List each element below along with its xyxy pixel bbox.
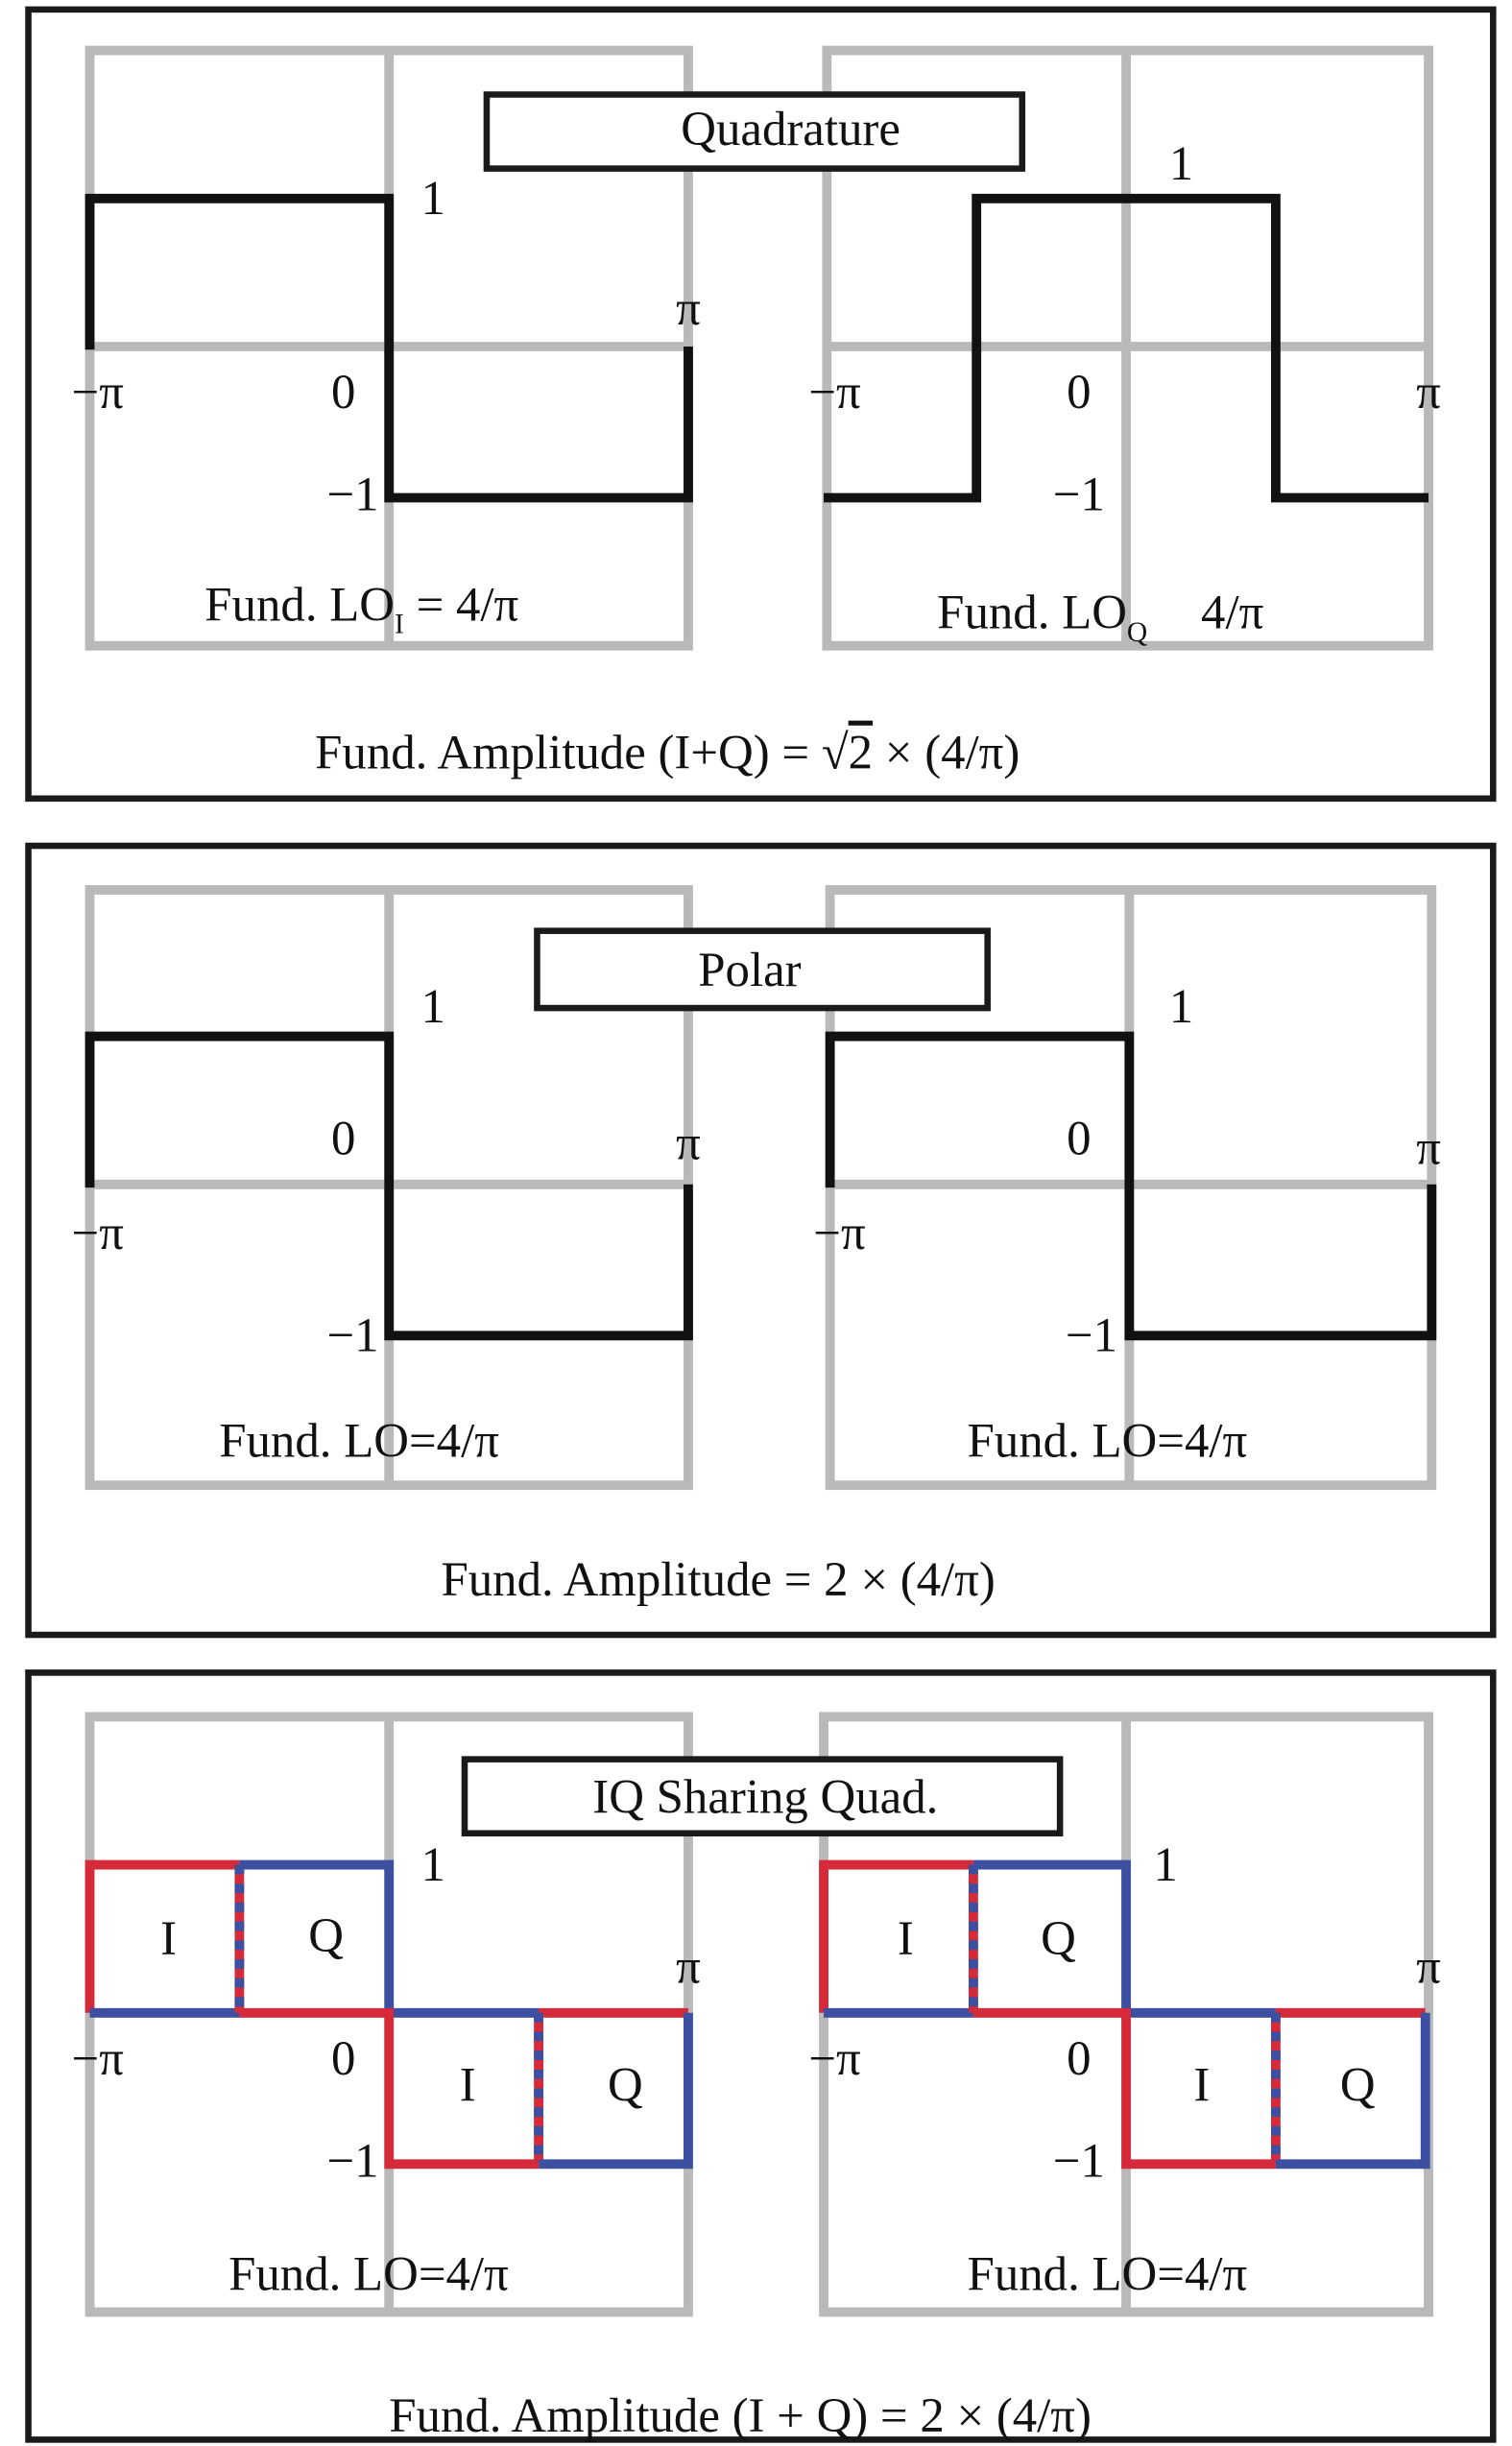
lo-square-wave-left (84, 1031, 693, 1341)
label-pi: π (676, 281, 701, 335)
panel-polar: Polar 1 0 π −π −1 Fund. LO=4/π 1 0 π −π … (25, 842, 1497, 1639)
label-neg1: −1 (1053, 468, 1105, 521)
label-zero: 0 (1067, 365, 1091, 419)
caption-lo: Fund. LO=4/π (228, 2247, 509, 2301)
box-label-i: I (160, 1911, 177, 1965)
label-neg-pi: −π (72, 2031, 124, 2085)
label-zero: 0 (331, 1112, 355, 1165)
lo-i-square-wave (84, 193, 693, 503)
label-neg1: −1 (1053, 2133, 1105, 2187)
label-zero: 0 (331, 2031, 355, 2085)
panel-frame (25, 1669, 1497, 2443)
label-zero: 0 (331, 365, 355, 419)
footer-amplitude: Fund. Amplitude (I + Q) = 2 × (4/π) (389, 2388, 1092, 2442)
panel-iq-sharing-quad: IQ Sharing Quad. I Q I Q 1 π −π 0 −1 Fun… (25, 1669, 1497, 2443)
panel-title: Quadrature (681, 102, 900, 156)
caption-lo: Fund. LO=4/π (219, 1414, 499, 1468)
label-neg-pi: −π (808, 2031, 860, 2085)
label-pi: π (1416, 1120, 1441, 1174)
caption-lo: Fund. LO=4/π (968, 2247, 1248, 2301)
box-label-i: I (898, 1911, 914, 1965)
label-y1: 1 (420, 1837, 444, 1891)
label-neg-pi: −π (72, 1206, 124, 1259)
panel-quadrature: Quadrature 1 π −π 0 −1 Fund. LOI = 4/π 1… (25, 6, 1497, 803)
title-box (534, 927, 991, 1012)
label-neg1: −1 (1066, 1308, 1117, 1362)
label-y1: 1 (1169, 136, 1193, 190)
label-pi: π (676, 1116, 701, 1170)
footer-amplitude: Fund. Amplitude (I+Q) = √2 × (4/π) (315, 726, 1020, 779)
caption-lo: Fund. LO=4/π (968, 1414, 1248, 1468)
box-label-q: Q (308, 1908, 344, 1962)
label-y1: 1 (1153, 1837, 1177, 1891)
box-label-i: I (460, 2058, 476, 2112)
label-neg1: −1 (326, 468, 378, 521)
label-neg-pi: −π (72, 365, 124, 419)
panel-title: IQ Sharing Quad. (592, 1769, 938, 1823)
label-pi: π (1416, 1940, 1441, 1994)
panel-title: Polar (698, 943, 801, 996)
lo-q-square-wave (824, 193, 1429, 503)
grid-right (822, 45, 1433, 651)
iq-shared-wave-right (819, 1859, 1430, 2170)
caption-lo-i: Fund. LOI = 4/π (204, 577, 518, 639)
iq-shared-wave-left (84, 1859, 693, 2170)
box-label-q: Q (1041, 1911, 1076, 1965)
title-box (483, 91, 1026, 172)
label-y1: 1 (1169, 979, 1193, 1033)
label-zero: 0 (1067, 1112, 1091, 1165)
label-neg1: −1 (326, 2133, 378, 2187)
label-zero: 0 (1067, 2031, 1091, 2085)
label-neg-pi: −π (808, 365, 860, 419)
label-neg-pi: −π (813, 1206, 865, 1259)
box-label-q: Q (1340, 2058, 1376, 2112)
box-label-i: I (1193, 2058, 1210, 2112)
label-pi: π (1416, 365, 1441, 419)
label-neg1: −1 (326, 1308, 378, 1362)
box-label-q: Q (608, 2058, 643, 2112)
lo-square-wave-right (825, 1031, 1437, 1341)
label-pi: π (676, 1940, 701, 1994)
title-box (461, 1756, 1064, 1837)
label-y1: 1 (420, 171, 444, 225)
panel-frame (25, 842, 1497, 1639)
panel-frame (25, 6, 1497, 803)
label-y1: 1 (420, 979, 444, 1033)
footer-amplitude: Fund. Amplitude = 2 × (4/π) (441, 1552, 995, 1606)
